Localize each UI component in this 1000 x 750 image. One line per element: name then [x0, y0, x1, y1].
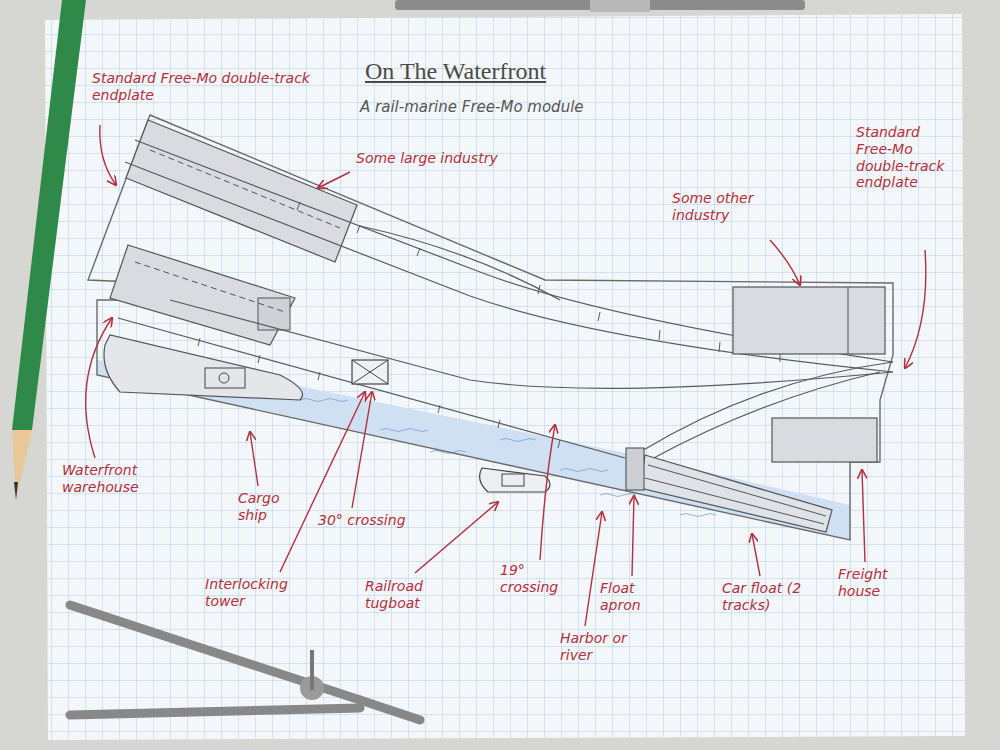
track: [118, 140, 893, 460]
callout-label: Car float (2 tracks): [722, 580, 837, 614]
industry-building: [126, 120, 357, 262]
compass: [70, 605, 420, 720]
callout-label: 30° crossing: [318, 512, 408, 529]
leader-arrow: [86, 125, 926, 626]
industry-building: [733, 287, 885, 354]
graph-paper: [45, 14, 965, 740]
callout-label: Harbor or river: [560, 630, 640, 664]
callout-label: Waterfront warehouse: [62, 462, 172, 496]
module-outline: [88, 115, 893, 540]
callout-label: Cargo ship: [238, 490, 308, 524]
pencil: [12, 0, 86, 500]
freight-house: [772, 418, 877, 462]
callout-label: Some other industry: [672, 190, 777, 224]
callout-label: Interlocking tower: [205, 576, 315, 610]
tugboat: [480, 468, 550, 492]
callout-label: Freight house: [838, 566, 923, 600]
callout-label: Standard Free-Mo double-track endplate: [856, 124, 956, 191]
car-float: [640, 455, 832, 532]
cargo-ship: [104, 335, 303, 400]
float-apron: [626, 448, 644, 490]
subtitle: A rail-marine Free-Mo module: [360, 98, 680, 116]
callout-label: Float apron: [600, 580, 665, 614]
callout-label: Standard Free-Mo double-track endplate: [92, 70, 327, 104]
callout-label: 19° crossing: [500, 562, 575, 596]
title: On The Waterfront: [365, 58, 546, 85]
warehouse: [110, 245, 295, 345]
callout-label: Some large industry: [356, 150, 526, 167]
callout-label: Railroad tugboat: [365, 578, 460, 612]
tower: [352, 360, 388, 384]
